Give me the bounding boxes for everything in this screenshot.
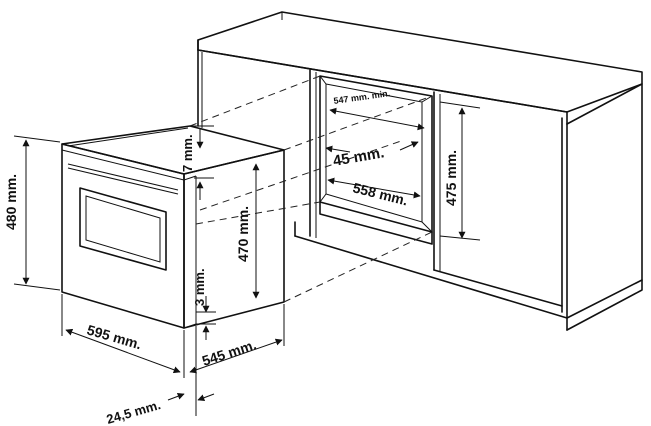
label-480: 480 mm. bbox=[3, 174, 19, 230]
label-545: 545 mm. bbox=[200, 336, 258, 369]
dimension-lines bbox=[13, 101, 481, 416]
dimension-labels: 480 mm. 595 mm. 545 mm. 7 mm. 470 mm. 3 … bbox=[3, 88, 459, 426]
kitchen-cabinet bbox=[197, 11, 643, 331]
oven-top-face bbox=[61, 125, 285, 175]
label-475: 475 mm. bbox=[443, 150, 459, 206]
label-3: 3 mm. bbox=[192, 268, 207, 306]
oven-door-window bbox=[79, 187, 167, 271]
label-24-5: 24,5 mm. bbox=[105, 397, 163, 426]
label-470: 470 mm. bbox=[235, 206, 251, 262]
label-7: 7 mm. bbox=[180, 134, 195, 172]
label-45: 45 mm. bbox=[332, 144, 386, 170]
